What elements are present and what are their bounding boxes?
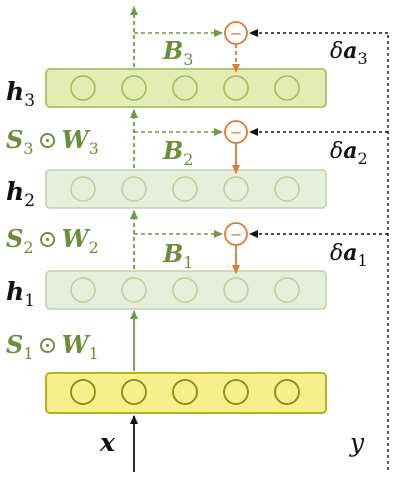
hidden-2-neuron (172, 176, 198, 202)
input-neuron (223, 379, 249, 405)
hidden-3-neuron (121, 75, 147, 101)
hidden-layer-3 (45, 68, 327, 108)
hidden-2-neuron (274, 176, 300, 202)
hidden-2-neuron (121, 176, 147, 202)
subtract-node-1: − (224, 222, 248, 246)
hidden-1-neuron (121, 277, 147, 303)
label-delta-a3: δa3 (330, 38, 368, 68)
label-delta-a2: δa2 (330, 138, 368, 168)
label-b1: B1 (162, 239, 193, 272)
label-s1-w1: S1⊙W1 (6, 330, 99, 363)
label-h3: h3 (6, 77, 35, 111)
minus-sign-2: − (230, 124, 243, 142)
label-h1: h1 (6, 277, 35, 311)
hidden-2-neuron (223, 176, 249, 202)
label-s3-w3: S3⊙W3 (6, 125, 99, 158)
label-delta-a1: δa1 (330, 240, 368, 270)
hidden-layer-1-box (45, 270, 327, 310)
hidden-layer-3-box (45, 68, 327, 108)
hidden-3-neuron (274, 75, 300, 101)
input-neuron (172, 379, 198, 405)
input-neuron (121, 379, 147, 405)
subtract-node-3: − (224, 21, 248, 45)
subtract-node-2: − (224, 120, 248, 144)
label-h2: h2 (6, 177, 35, 211)
hidden-layer-2 (45, 169, 327, 209)
label-y: y (349, 428, 365, 457)
input-neuron (70, 379, 96, 405)
input-layer (45, 372, 327, 414)
hidden-1-neuron (172, 277, 198, 303)
hidden-3-neuron (223, 75, 249, 101)
hidden-3-neuron (172, 75, 198, 101)
hidden-3-neuron (70, 75, 96, 101)
label-s2-w2: S2⊙W2 (6, 224, 99, 257)
hidden-layer-1 (45, 270, 327, 310)
hidden-1-neuron (70, 277, 96, 303)
label-x: x (99, 428, 116, 457)
hidden-2-neuron (70, 176, 96, 202)
minus-sign-3: − (230, 25, 243, 43)
hidden-1-neuron (274, 277, 300, 303)
minus-sign-1: − (230, 226, 243, 244)
label-b2: B2 (162, 136, 193, 169)
label-b3: B3 (162, 36, 193, 69)
hidden-layer-2-box (45, 169, 327, 209)
input-neuron (274, 379, 300, 405)
hidden-1-neuron (223, 277, 249, 303)
